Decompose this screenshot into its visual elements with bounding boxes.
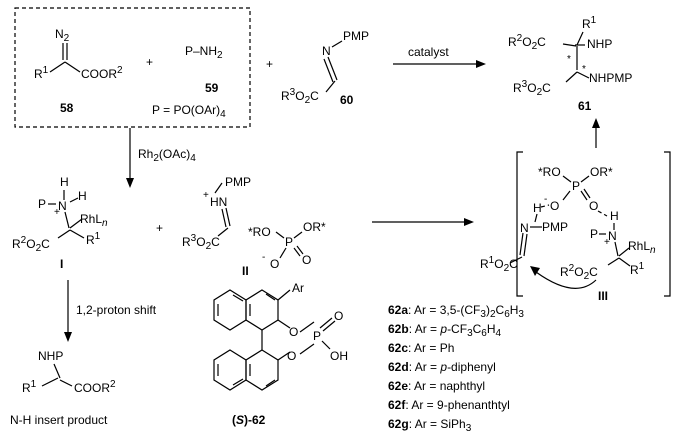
product-61: R2O2C R1 NHP * NHPMP * R3O2C 61 xyxy=(508,15,632,113)
svg-text:R3O2C: R3O2C xyxy=(281,87,319,106)
plus-sign: + xyxy=(146,55,153,69)
svg-text:NHP: NHP xyxy=(587,37,612,51)
plus-sign: + xyxy=(156,221,163,235)
svg-text:+: + xyxy=(54,207,60,218)
svg-text:O: O xyxy=(302,253,311,267)
insert-product: NHP R1 COOR2 N-H insert product xyxy=(10,349,116,427)
svg-text:P: P xyxy=(313,329,321,343)
catalyst-62e: 62e: Ar = naphthyl xyxy=(388,379,485,393)
svg-text:+: + xyxy=(604,237,610,248)
svg-text:R2O2C: R2O2C xyxy=(560,263,598,282)
svg-text:-: - xyxy=(262,252,265,263)
svg-text:-: - xyxy=(544,194,547,205)
insert-product-caption: N-H insert product xyxy=(10,413,108,427)
curved-attack-arrow xyxy=(535,271,597,289)
svg-text:R2O2C: R2O2C xyxy=(12,235,50,254)
label-61: 61 xyxy=(578,99,592,113)
catalyst-62c: 62c: Ar = Ph xyxy=(388,341,454,355)
svg-text:O: O xyxy=(589,199,598,213)
plus-sign: + xyxy=(266,57,273,71)
svg-text:P: P xyxy=(285,235,293,249)
svg-text:R1: R1 xyxy=(86,231,101,247)
svg-text:PMP: PMP xyxy=(225,175,251,189)
label-59: 59 xyxy=(205,81,219,95)
svg-text:O: O xyxy=(334,309,343,323)
svg-text:O: O xyxy=(270,257,279,271)
svg-text:NHP: NHP xyxy=(38,349,63,363)
svg-text:NHPMP: NHPMP xyxy=(589,71,632,85)
reactant-box xyxy=(14,7,251,128)
svg-text:N2: N2 xyxy=(55,27,70,44)
svg-text:H: H xyxy=(60,175,69,189)
svg-text:COOR2: COOR2 xyxy=(74,379,116,395)
svg-text:PMP: PMP xyxy=(343,29,369,43)
svg-text:P: P xyxy=(572,179,580,193)
label-I: I xyxy=(60,257,63,271)
svg-text:Ar: Ar xyxy=(292,281,304,295)
amine-59: P–NH2 59 P = PO(OAr)4 xyxy=(152,44,226,120)
intermediate-III: *RO P OR* O - O H N PMP R1O2C H P N + Rh… xyxy=(480,151,671,303)
svg-text:Rh2(OAc)4: Rh2(OAc)4 xyxy=(138,147,196,164)
svg-text:*RO: *RO xyxy=(248,225,271,239)
svg-text:N: N xyxy=(520,221,529,235)
svg-text:*: * xyxy=(582,64,586,75)
svg-text:P: P xyxy=(590,227,598,241)
svg-text:catalyst: catalyst xyxy=(408,45,449,59)
svg-text:R3O2C: R3O2C xyxy=(513,79,551,98)
intermediate-I: H P N + H RhLn R1 R2O2C I xyxy=(12,175,108,271)
catalyst-arrow: catalyst xyxy=(393,45,486,68)
svg-text:R2O2C: R2O2C xyxy=(508,33,546,52)
svg-text:*RO: *RO xyxy=(538,165,561,179)
catalyst-62b: 62b: Ar = p-CF3C6H4 xyxy=(388,322,502,339)
svg-text:O: O xyxy=(287,349,296,363)
svg-text:O: O xyxy=(289,325,298,339)
svg-text:H: H xyxy=(610,209,619,223)
product-forming-arrow xyxy=(592,118,600,148)
svg-text:P = PO(OAr)4: P = PO(OAr)4 xyxy=(152,103,226,120)
svg-text:OR*: OR* xyxy=(590,165,613,179)
svg-text:N: N xyxy=(322,44,331,58)
catalyst-62-structure: Ar O O P O OH (S)-62 xyxy=(213,281,348,427)
svg-text:R1: R1 xyxy=(582,15,597,31)
svg-text:RhLn: RhLn xyxy=(628,239,656,256)
svg-text:OH: OH xyxy=(330,349,348,363)
svg-text:H: H xyxy=(78,189,87,203)
intermediate-II: PMP + HN R3O2C *RO P OR* O - O II xyxy=(182,175,326,278)
svg-text:R1: R1 xyxy=(22,379,37,395)
label-II: II xyxy=(242,264,249,278)
catalyst-62f: 62f: Ar = 9-phenanthtyl xyxy=(388,398,510,412)
svg-text:N: N xyxy=(58,199,67,213)
label-60: 60 xyxy=(340,93,354,107)
svg-text:PMP: PMP xyxy=(542,220,568,234)
label-62: (S)-62 xyxy=(232,413,266,427)
association-arrow xyxy=(372,218,474,226)
svg-text:R1: R1 xyxy=(630,261,645,277)
catalyst-62a: 62a: Ar = 3,5-(CF3)2C6H3 xyxy=(388,303,524,320)
svg-text:1,2-proton shift: 1,2-proton shift xyxy=(76,303,157,317)
catalyst-62d: 62d: Ar = p-diphenyl xyxy=(388,360,496,374)
catalyst-62g: 62g: Ar = SiPh3 xyxy=(388,417,472,434)
diazo-compound-58: N2 R1 COOR2 58 xyxy=(34,27,123,115)
svg-text:O: O xyxy=(550,199,559,213)
svg-text:OR*: OR* xyxy=(303,220,326,234)
svg-text:RhLn: RhLn xyxy=(80,212,108,229)
proton-shift-arrow: 1,2-proton shift xyxy=(64,280,157,342)
imine-60: N PMP R3O2C 60 xyxy=(281,29,369,107)
svg-text:P–NH2: P–NH2 xyxy=(185,44,223,61)
rh-catalyst-arrow: Rh2(OAc)4 xyxy=(126,128,196,188)
svg-text:HN: HN xyxy=(210,195,227,209)
svg-text:R3O2C: R3O2C xyxy=(182,233,220,252)
label-III: III xyxy=(598,289,608,303)
svg-text:*: * xyxy=(567,54,571,65)
svg-text:COOR2: COOR2 xyxy=(81,65,123,81)
svg-text:R1O2C: R1O2C xyxy=(480,255,518,274)
catalyst-list: 62a: Ar = 3,5-(CF3)2C6H3 62b: Ar = p-CF3… xyxy=(388,303,524,434)
svg-text:N: N xyxy=(608,229,617,243)
svg-text:H: H xyxy=(533,201,542,215)
svg-text:+: + xyxy=(203,190,209,201)
svg-text:P: P xyxy=(38,197,46,211)
svg-text:R1: R1 xyxy=(34,65,49,81)
label-58: 58 xyxy=(60,101,74,115)
